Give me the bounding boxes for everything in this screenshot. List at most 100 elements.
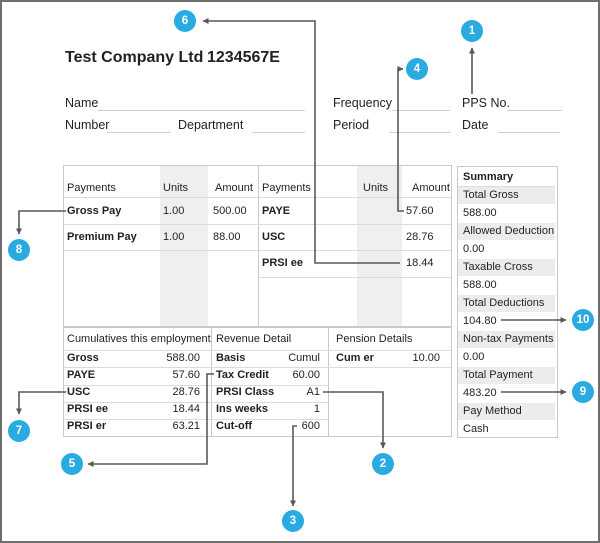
frequency-field-line — [392, 110, 450, 111]
summary-label: Taxable Cross — [463, 261, 533, 273]
callout-badge-4: 4 — [406, 58, 428, 80]
summary-shade-row — [458, 367, 555, 384]
payments-table-divider — [258, 166, 259, 326]
callout-badge-9: 9 — [572, 381, 594, 403]
cumulative-row-label: PRSI ee — [67, 403, 108, 415]
revenue-row-value: Cumul — [288, 352, 320, 364]
payment-row-label: Premium Pay — [67, 231, 137, 243]
payment-row-units: 1.00 — [163, 231, 185, 243]
date-field-line — [498, 132, 560, 133]
revenue-pension-divider — [328, 328, 329, 436]
summary-value: 483.20 — [463, 387, 497, 399]
payments-row-rule-1 — [64, 224, 451, 225]
callout-badge-3: 3 — [282, 510, 304, 532]
summary-value: Cash — [463, 423, 489, 435]
department-field-line — [252, 132, 305, 133]
summary-shade-row — [458, 259, 555, 276]
callout-badge-8: 8 — [8, 239, 30, 261]
lower-row-rule-1 — [64, 367, 451, 368]
cumulative-row-value: 18.44 — [172, 403, 200, 415]
payments-header-rule — [64, 197, 451, 198]
pension-row-value: 10.00 — [412, 352, 440, 364]
summary-label: Total Payment — [463, 369, 533, 381]
payment-row-label: Gross Pay — [67, 205, 122, 217]
field-label-number: Number — [65, 118, 110, 132]
pps-field-line — [507, 110, 562, 111]
field-label-name: Name — [65, 96, 99, 110]
field-label-date: Date — [462, 118, 489, 132]
arrow-3-cutoff — [290, 425, 297, 507]
revenue-row-label: Ins weeks — [216, 403, 268, 415]
summary-label: Allowed Deduction — [463, 225, 555, 237]
col-header-payments-right: Payments — [262, 182, 311, 194]
company-name: Test Company Ltd — [65, 49, 204, 66]
summary-label: Pay Method — [463, 405, 522, 417]
summary-header-rule — [458, 186, 555, 187]
payment-row-units: 1.00 — [163, 205, 185, 217]
summary-shade-row — [458, 187, 555, 204]
revenue-row-label: Tax Credit — [216, 369, 269, 381]
col-header-amount-left: Amount — [215, 182, 253, 194]
col-header-units-left: Units — [163, 182, 189, 194]
summary-value: 588.00 — [463, 207, 497, 219]
revenue-row-label: Cut-off — [216, 420, 253, 432]
revenue-title: Revenue Detail — [216, 333, 292, 345]
summary-value: 588.00 — [463, 279, 497, 291]
period-field-line — [390, 132, 450, 133]
pension-title: Pension Details — [336, 333, 413, 345]
col-header-payments-left: Payments — [67, 182, 116, 194]
deduction-row-label: PRSI ee — [262, 257, 303, 269]
company-number: 1234567E — [207, 49, 280, 66]
cumulative-row-value: 57.60 — [172, 369, 200, 381]
cumulatives-title: Cumulatives this employment — [67, 333, 211, 345]
arrow-8-gross-pay — [16, 210, 66, 235]
summary-shade-row — [458, 223, 555, 240]
payment-row-amount: 500.00 — [213, 205, 247, 217]
revenue-row-value: A1 — [306, 386, 320, 398]
field-label-period: Period — [333, 118, 370, 132]
summary-shade-row — [458, 331, 555, 348]
field-label-department: Department — [178, 118, 244, 132]
units-column-shade-left — [160, 166, 208, 326]
cumulative-row-label: Gross — [67, 352, 99, 364]
callout-badge-5: 5 — [61, 453, 83, 475]
col-header-amount-right: Amount — [412, 182, 450, 194]
field-label-pps-no: PPS No. — [462, 96, 510, 110]
name-field-line — [98, 110, 305, 111]
cumulative-row-label: PRSI er — [67, 420, 107, 432]
callout-badge-2: 2 — [372, 453, 394, 475]
revenue-row-value: 60.00 — [292, 369, 320, 381]
payment-row-amount: 88.00 — [213, 231, 241, 243]
lower-header-rule — [64, 350, 451, 351]
payments-row-rule-3 — [259, 277, 451, 278]
summary-shade-row — [458, 295, 555, 312]
cumulatives-table-box — [63, 327, 452, 437]
cumulative-row-value: 63.21 — [172, 420, 200, 432]
revenue-row-value: 600 — [301, 420, 320, 432]
deduction-row-label: USC — [262, 231, 286, 243]
summary-shade-row — [458, 403, 555, 420]
deduction-row-amount: 28.76 — [406, 231, 434, 243]
revenue-row-label: PRSI Class — [216, 386, 275, 398]
number-field-line — [107, 132, 170, 133]
cumulative-row-value: 588.00 — [166, 352, 200, 364]
summary-label: Total Gross — [463, 189, 519, 201]
cumulative-row-value: 28.76 — [172, 386, 200, 398]
summary-title: Summary — [463, 171, 514, 183]
summary-label: Non-tax Payments — [463, 333, 554, 345]
callout-badge-10: 10 — [572, 309, 594, 331]
revenue-row-label: Basis — [216, 352, 246, 364]
arrow-7-usc — [16, 391, 66, 415]
summary-label: Total Deductions — [463, 297, 545, 309]
cumulative-row-label: PAYE — [67, 369, 96, 381]
summary-panel — [457, 166, 558, 438]
callout-badge-1: 1 — [461, 20, 483, 42]
revenue-row-value: 1 — [313, 403, 320, 415]
summary-value: 0.00 — [463, 351, 485, 363]
callout-badge-6: 6 — [174, 10, 196, 32]
deduction-row-amount: 18.44 — [406, 257, 434, 269]
payments-row-rule-2 — [64, 250, 451, 251]
summary-value: 104.80 — [463, 315, 497, 327]
col-header-units-right: Units — [363, 182, 389, 194]
